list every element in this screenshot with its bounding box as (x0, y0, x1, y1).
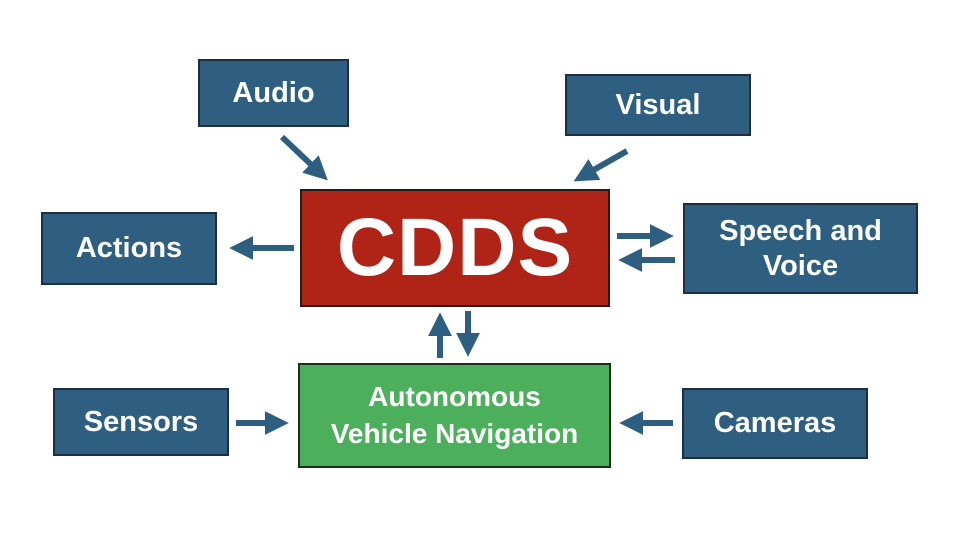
arrow-visual-to-cdds (573, 148, 629, 182)
visual-label: Visual (615, 88, 701, 121)
audio-node: Audio (198, 59, 349, 127)
navigation-label-line1: Autonomous (368, 381, 541, 413)
actions-node: Actions (41, 212, 217, 285)
actions-label: Actions (75, 232, 183, 265)
navigation-label-line2: Vehicle Navigation (330, 417, 579, 449)
cameras-label: Cameras (713, 407, 837, 440)
cdds-label: CDDS (336, 201, 574, 293)
speech-voice-node: Speech and Voice (683, 203, 918, 294)
arrow-audio-to-cdds (279, 134, 328, 181)
cameras-node: Cameras (682, 388, 868, 459)
sensors-node: Sensors (53, 388, 229, 456)
audio-label: Audio (232, 76, 315, 109)
autonomous-vehicle-navigation-node: Autonomous Vehicle Navigation (298, 363, 611, 468)
speech-voice-label-line2: Voice (762, 249, 839, 282)
sensors-label: Sensors (83, 405, 199, 438)
visual-node: Visual (565, 74, 751, 136)
cdds-node: CDDS (300, 189, 610, 307)
speech-voice-label-line1: Speech and (719, 214, 882, 247)
